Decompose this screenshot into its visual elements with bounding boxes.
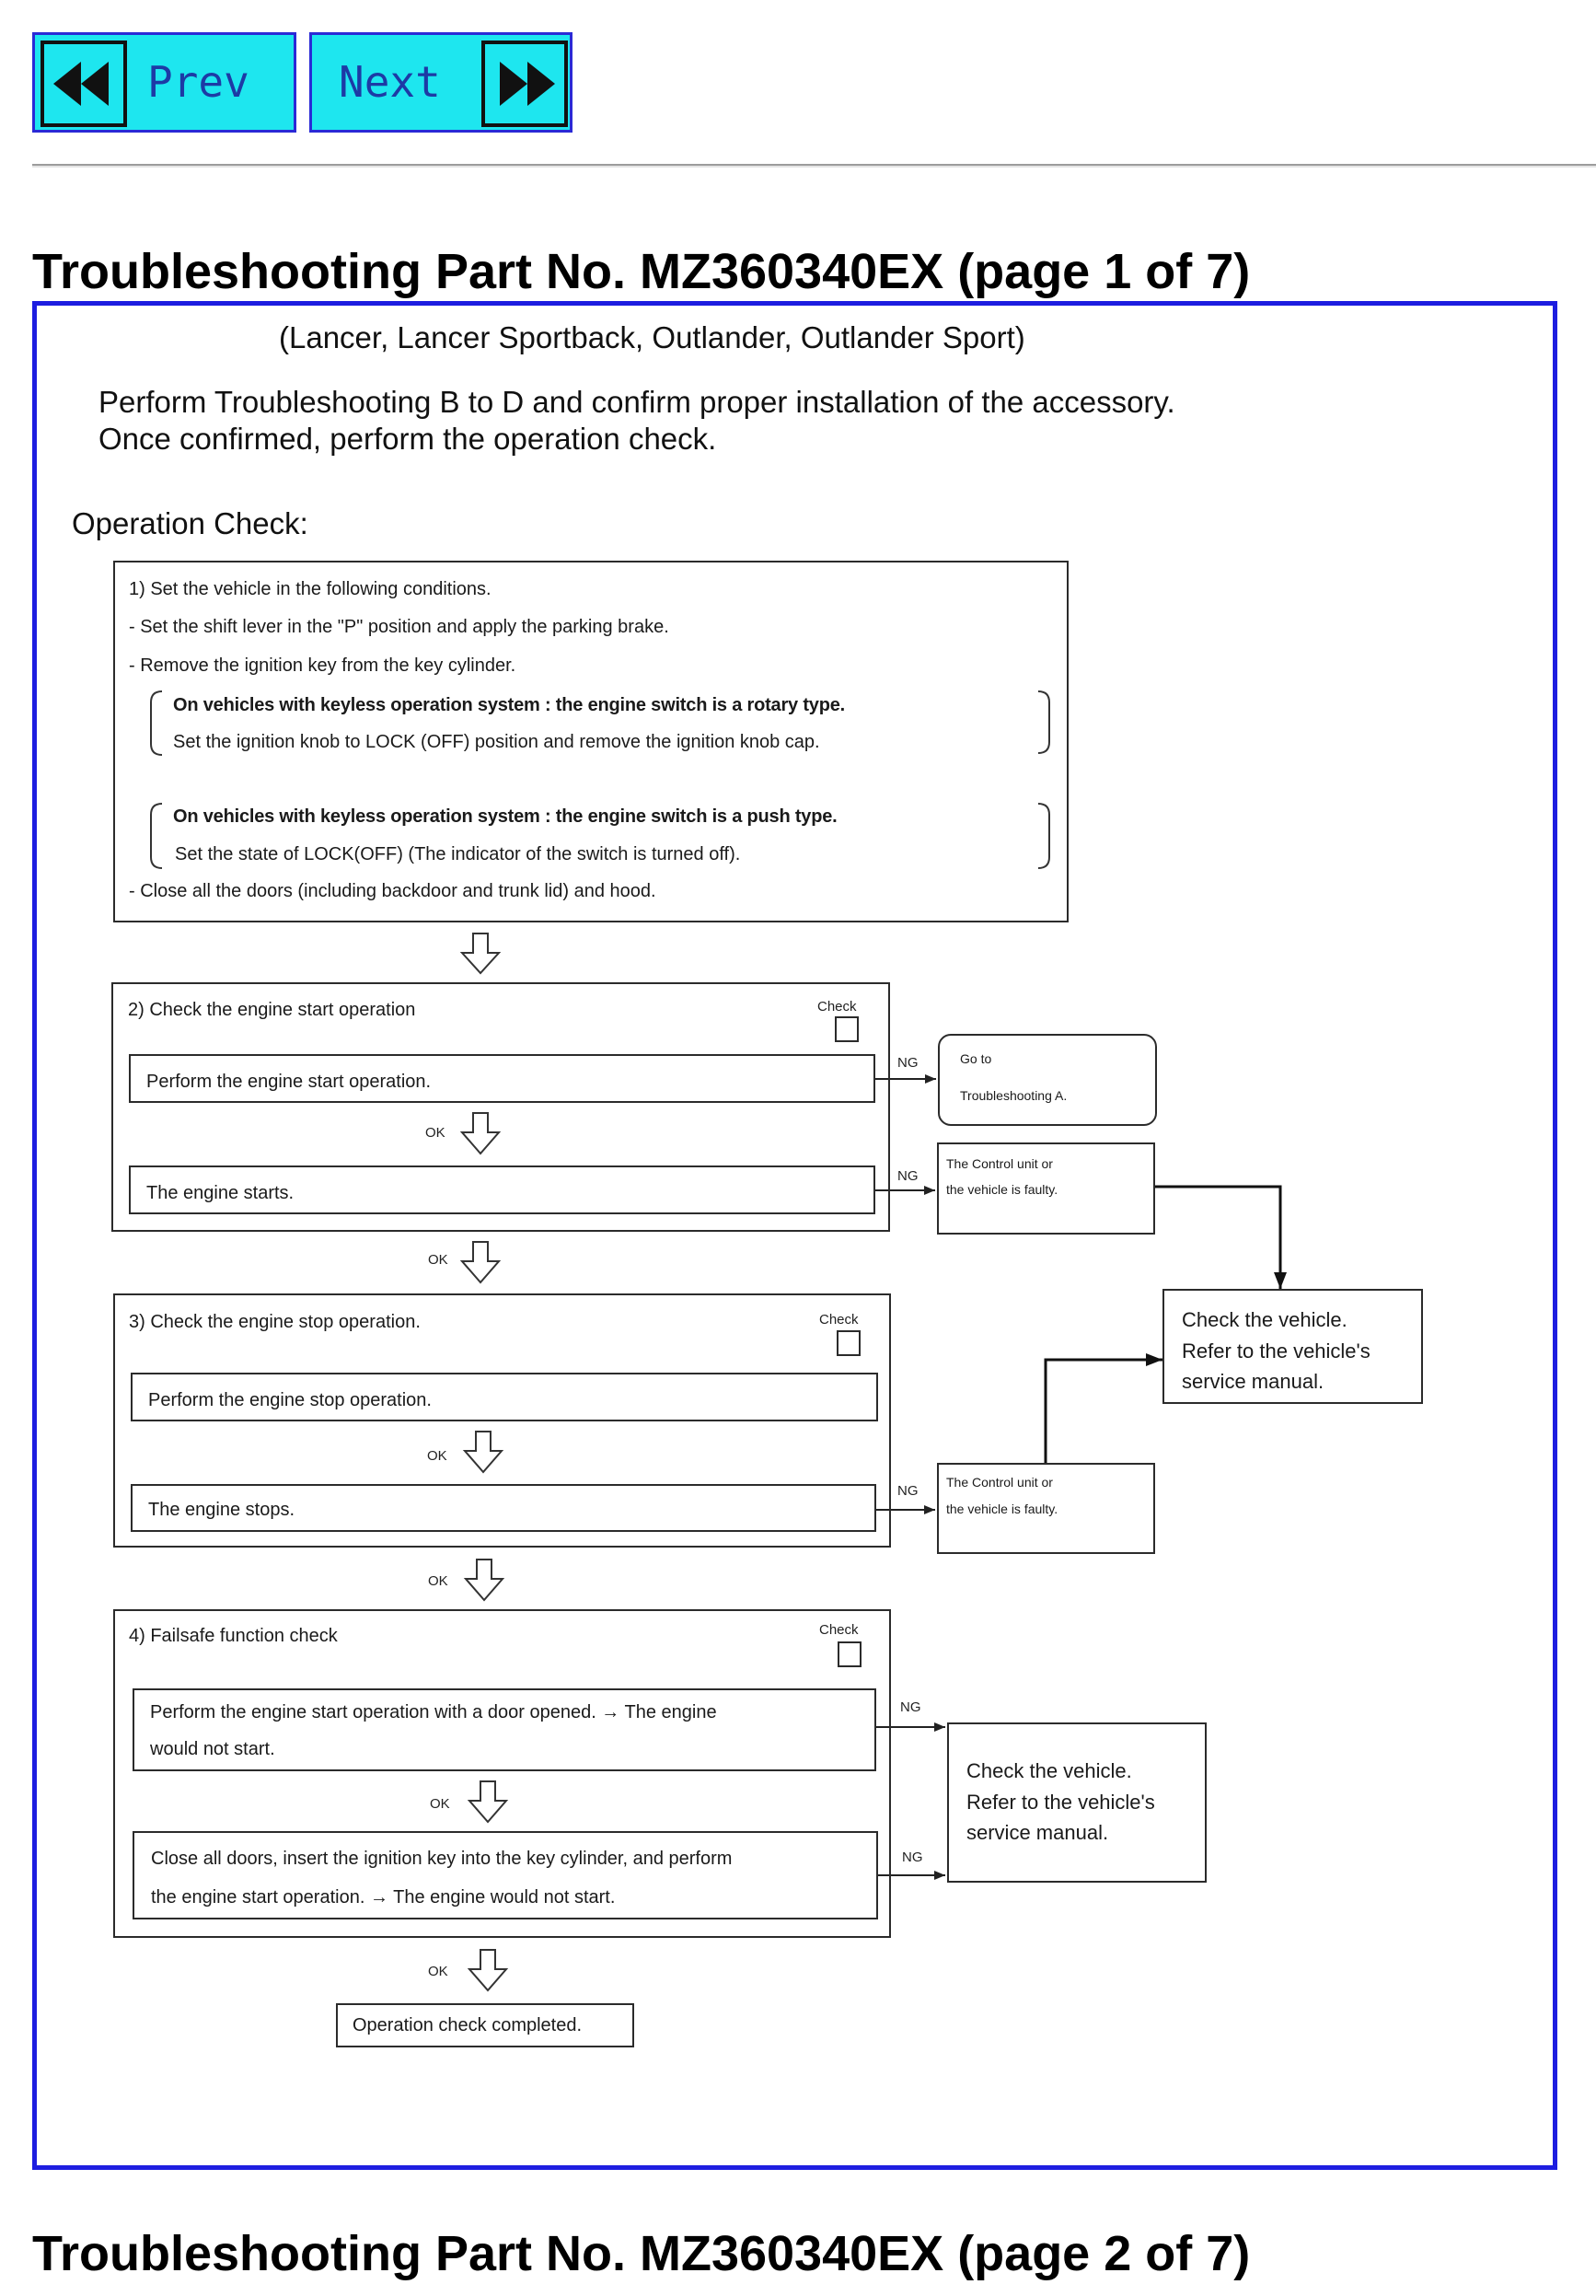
step2-check-label: Check xyxy=(817,999,857,1015)
step4-check1-line: would not start. xyxy=(150,1739,275,1759)
step1-box xyxy=(113,561,1069,922)
ok-label: OK xyxy=(425,1125,445,1141)
ok-label: OK xyxy=(428,1964,448,1979)
horizontal-rule xyxy=(32,164,1596,168)
step2-heading: 2) Check the engine start operation xyxy=(128,1000,416,1020)
flow-arrow-step4-to-completed xyxy=(467,1949,509,1992)
step2-expected-box: The engine starts. xyxy=(129,1165,875,1214)
step4-checkbox xyxy=(838,1641,862,1667)
applicable-models: (Lancer, Lancer Sportback, Outlander, Ou… xyxy=(279,320,1025,354)
flow-arrow-step2-to-step3 xyxy=(459,1241,502,1284)
check-vehicle-line: Refer to the vehicle's xyxy=(966,1790,1155,1814)
step4-check1-line: Perform the engine start operation with … xyxy=(150,1702,717,1722)
step1-push-action: Set the state of LOCK(OFF) (The indicato… xyxy=(175,844,741,864)
step1-heading: 1) Set the vehicle in the following cond… xyxy=(129,579,492,599)
goto-line: Go to xyxy=(960,1051,992,1066)
faulty-line: The Control unit or xyxy=(946,1156,1053,1171)
step3-faulty-box: The Control unit or the vehicle is fault… xyxy=(937,1463,1155,1554)
step3-heading: 3) Check the engine stop operation. xyxy=(129,1312,421,1332)
double-right-arrow-icon xyxy=(481,41,568,127)
step3-check-label: Check xyxy=(819,1312,859,1328)
faulty-line: the vehicle is faulty. xyxy=(946,1502,1058,1516)
ng-label: NG xyxy=(897,1168,919,1184)
step4-heading: 4) Failsafe function check xyxy=(129,1626,338,1646)
operation-check-heading: Operation Check: xyxy=(72,506,308,540)
step1-item: - Set the shift lever in the "P" positio… xyxy=(129,617,669,637)
step3-box xyxy=(113,1293,891,1548)
troubleshooting-frame xyxy=(32,301,1557,2170)
step1-final-item: - Close all the doors (including backdoo… xyxy=(129,881,656,901)
next-section-title: Troubleshooting Part No. MZ360340EX (pag… xyxy=(32,2226,1251,2281)
ok-label: OK xyxy=(427,1448,447,1464)
connector-step3-faulty-to-check xyxy=(1044,1353,1162,1463)
goto-troubleshooting-a-box: Go to Troubleshooting A. xyxy=(938,1034,1157,1126)
check-vehicle-line: Check the vehicle. xyxy=(966,1759,1132,1782)
flow-arrow-step3-to-step4 xyxy=(463,1559,505,1602)
ok-label: OK xyxy=(428,1252,448,1268)
bracket-right-rotary xyxy=(1037,690,1050,754)
step2-action-text: Perform the engine start operation. xyxy=(146,1072,432,1092)
step2-faulty-box: The Control unit or the vehicle is fault… xyxy=(937,1142,1155,1235)
check-vehicle-box: Check the vehicle. Refer to the vehicle'… xyxy=(1162,1289,1423,1404)
step1-item: - Remove the ignition key from the key c… xyxy=(129,655,516,676)
flow-arrow-step1-to-step2 xyxy=(459,933,502,975)
step3-checkbox xyxy=(837,1330,861,1356)
check-vehicle-line: Check the vehicle. xyxy=(1182,1308,1347,1331)
step4-check-label: Check xyxy=(819,1622,859,1638)
completed-text: Operation check completed. xyxy=(353,2015,583,2035)
step3-action-box: Perform the engine stop operation. xyxy=(131,1373,878,1421)
ng-label: NG xyxy=(897,1055,919,1071)
step2-action-box: Perform the engine start operation. xyxy=(129,1054,875,1103)
step3-expected-box: The engine stops. xyxy=(131,1484,876,1532)
step4-check2-box: Close all doors, insert the ignition key… xyxy=(133,1831,878,1919)
intro-line-2: Once confirmed, perform the operation ch… xyxy=(98,422,717,456)
intro-line-1: Perform Troubleshooting B to D and confi… xyxy=(98,385,1175,419)
completed-box: Operation check completed. xyxy=(336,2003,634,2047)
check-vehicle-line: service manual. xyxy=(966,1821,1109,1844)
next-button[interactable]: Next xyxy=(309,32,572,133)
step1-push-condition: On vehicles with keyless operation syste… xyxy=(173,806,838,827)
step3-action-text: Perform the engine stop operation. xyxy=(148,1390,432,1410)
prev-button[interactable]: Prev xyxy=(32,32,296,133)
flow-arrow-step3-ok xyxy=(462,1431,504,1474)
check-vehicle-line: service manual. xyxy=(1182,1370,1324,1393)
ok-label: OK xyxy=(430,1796,450,1812)
connector-step2-faulty-to-check xyxy=(1155,1185,1287,1289)
check-vehicle-line: Refer to the vehicle's xyxy=(1182,1339,1370,1363)
step4-box xyxy=(113,1609,891,1938)
step1-rotary-condition: On vehicles with keyless operation syste… xyxy=(173,695,846,715)
step2-box xyxy=(111,982,890,1232)
ng-label: NG xyxy=(900,1699,921,1715)
ng-label: NG xyxy=(897,1483,919,1499)
step2-expected-text: The engine starts. xyxy=(146,1183,295,1203)
faulty-line: the vehicle is faulty. xyxy=(946,1182,1058,1197)
ng-label: NG xyxy=(902,1850,923,1865)
double-left-arrow-icon xyxy=(40,41,127,127)
step4-check1-box: Perform the engine start operation with … xyxy=(133,1688,876,1771)
step2-checkbox xyxy=(835,1016,859,1042)
flow-arrow-step2-ok xyxy=(459,1112,502,1155)
next-label: Next xyxy=(339,57,441,107)
bracket-left-push xyxy=(150,803,163,869)
step4-check-vehicle-box: Check the vehicle. Refer to the vehicle'… xyxy=(947,1722,1207,1883)
step1-rotary-action: Set the ignition knob to LOCK (OFF) posi… xyxy=(173,732,820,752)
goto-line: Troubleshooting A. xyxy=(960,1088,1068,1103)
flow-arrow-step4-ok xyxy=(467,1780,509,1824)
step3-expected-text: The engine stops. xyxy=(148,1500,295,1520)
bracket-left-rotary xyxy=(150,690,163,756)
ok-label: OK xyxy=(428,1573,448,1589)
faulty-line: The Control unit or xyxy=(946,1475,1053,1490)
prev-label: Prev xyxy=(147,57,249,107)
step4-check2-line: the engine start operation. → The engine… xyxy=(151,1887,616,1908)
bracket-right-push xyxy=(1037,803,1050,869)
step4-check2-line: Close all doors, insert the ignition key… xyxy=(151,1849,733,1869)
page-title: Troubleshooting Part No. MZ360340EX (pag… xyxy=(32,244,1251,299)
